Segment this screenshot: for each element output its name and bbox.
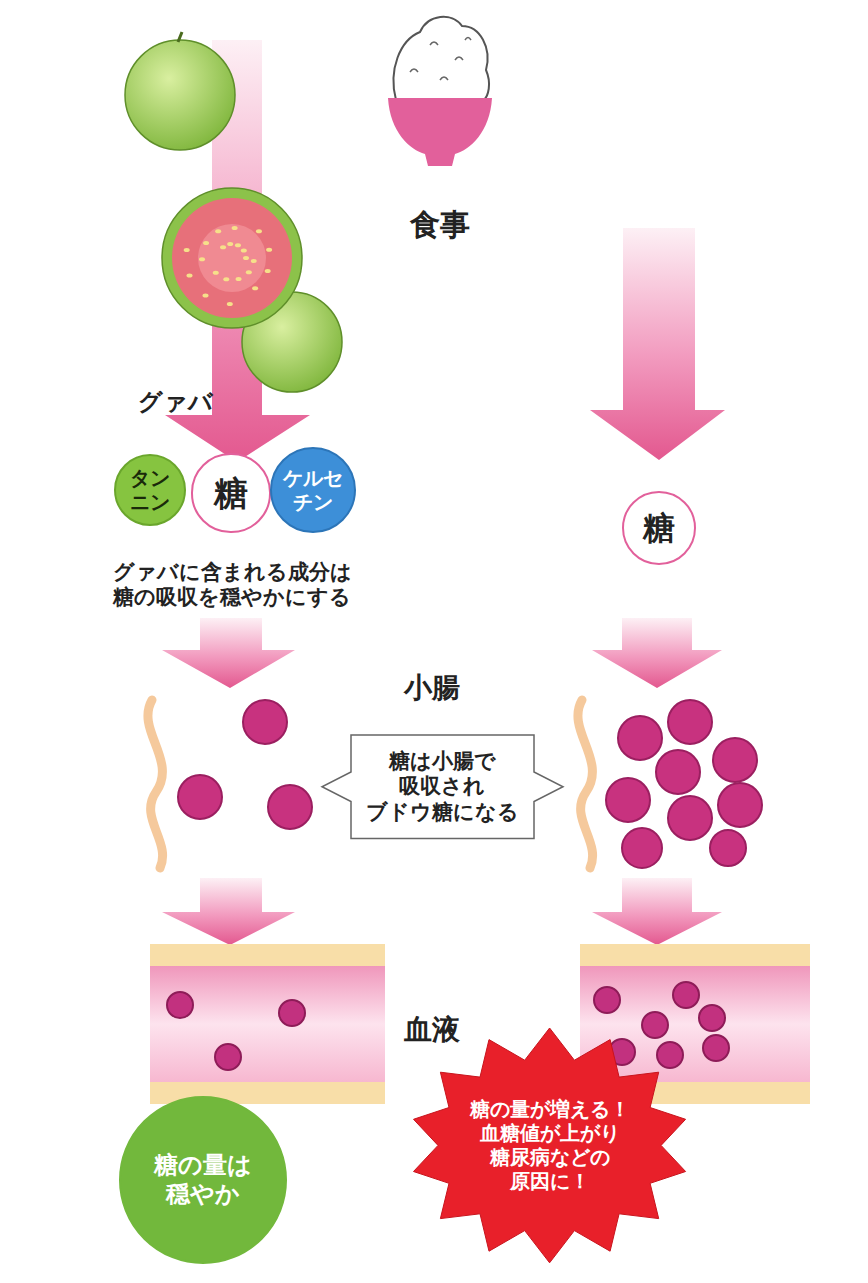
result-circle: 糖の量は 穏やか xyxy=(119,1096,287,1264)
node-text: 糖 xyxy=(643,509,675,547)
flow-arrow xyxy=(590,228,725,460)
warning-burst: 糖の量が増える！ 血糖値が上がり 糖尿病などの 原因に！ xyxy=(408,1026,691,1265)
flow-arrow xyxy=(162,618,295,688)
guava-seed xyxy=(241,248,247,252)
guava-seed xyxy=(203,294,209,298)
node-text: 糖の量は 穏やか xyxy=(154,1151,252,1209)
small-intestine xyxy=(148,700,762,868)
callout-shape xyxy=(322,735,563,839)
blood-label: 血液 xyxy=(402,1012,462,1048)
sugar-circle: 糖 xyxy=(622,491,696,565)
guava-seed xyxy=(256,229,262,233)
guava-illustration xyxy=(125,32,342,392)
guava-seed xyxy=(227,302,233,306)
guava-seed xyxy=(213,271,219,275)
guava-seed xyxy=(243,256,249,260)
guava-label: グァバ xyxy=(136,387,215,418)
flow-arrows xyxy=(162,40,725,945)
guava-seed xyxy=(265,269,271,273)
intestine-label: 小腸 xyxy=(402,670,462,706)
guava-seed xyxy=(235,243,241,247)
label-text: グァバに含まれる成分は 糖の吸収を穏やかにする xyxy=(113,560,352,610)
rice-bowl xyxy=(388,17,492,166)
guava-seed xyxy=(223,277,229,281)
guava-seed xyxy=(199,257,205,261)
flow-arrow xyxy=(592,878,722,945)
node-text: ケルセ チン xyxy=(283,466,343,514)
guava-seed xyxy=(246,270,252,274)
guava-seed xyxy=(236,277,242,281)
guava-seed xyxy=(184,248,190,252)
guava-seed xyxy=(227,242,233,246)
node-text: 糖の量が増える！ 血糖値が上がり 糖尿病などの 原因に！ xyxy=(470,1097,630,1193)
burst-shape xyxy=(414,1028,686,1263)
guava-seed xyxy=(266,248,272,252)
quercetin-circle: ケルセ チン xyxy=(270,447,357,534)
sugar-circle: 糖 xyxy=(191,453,270,532)
label-text: グァバ xyxy=(138,388,213,417)
guava-seed xyxy=(252,286,258,290)
guava-seed xyxy=(203,241,209,245)
node-text: 糖は小腸で 吸収され ブドウ糖になる xyxy=(366,749,519,825)
guava-seed xyxy=(232,226,238,230)
meal-label: 食事 xyxy=(408,206,472,244)
node-text: 糖 xyxy=(214,473,248,514)
tannin-circle: タン ニン xyxy=(114,454,186,526)
guava-seed xyxy=(186,274,192,278)
guava-note: グァバに含まれる成分は 糖の吸収を穏やかにする xyxy=(111,559,354,611)
flow-arrow xyxy=(162,878,295,945)
label-text: 小腸 xyxy=(404,671,460,705)
guava-seed xyxy=(220,245,226,249)
label-text: 血液 xyxy=(404,1013,460,1047)
node-text: タン ニン xyxy=(130,466,170,514)
guava-seed xyxy=(215,229,221,233)
flow-arrow xyxy=(592,618,722,688)
label-text: 食事 xyxy=(410,207,470,243)
guava-seed xyxy=(251,259,257,263)
callout-box: 糖は小腸で 吸収され ブドウ糖になる xyxy=(321,734,564,840)
